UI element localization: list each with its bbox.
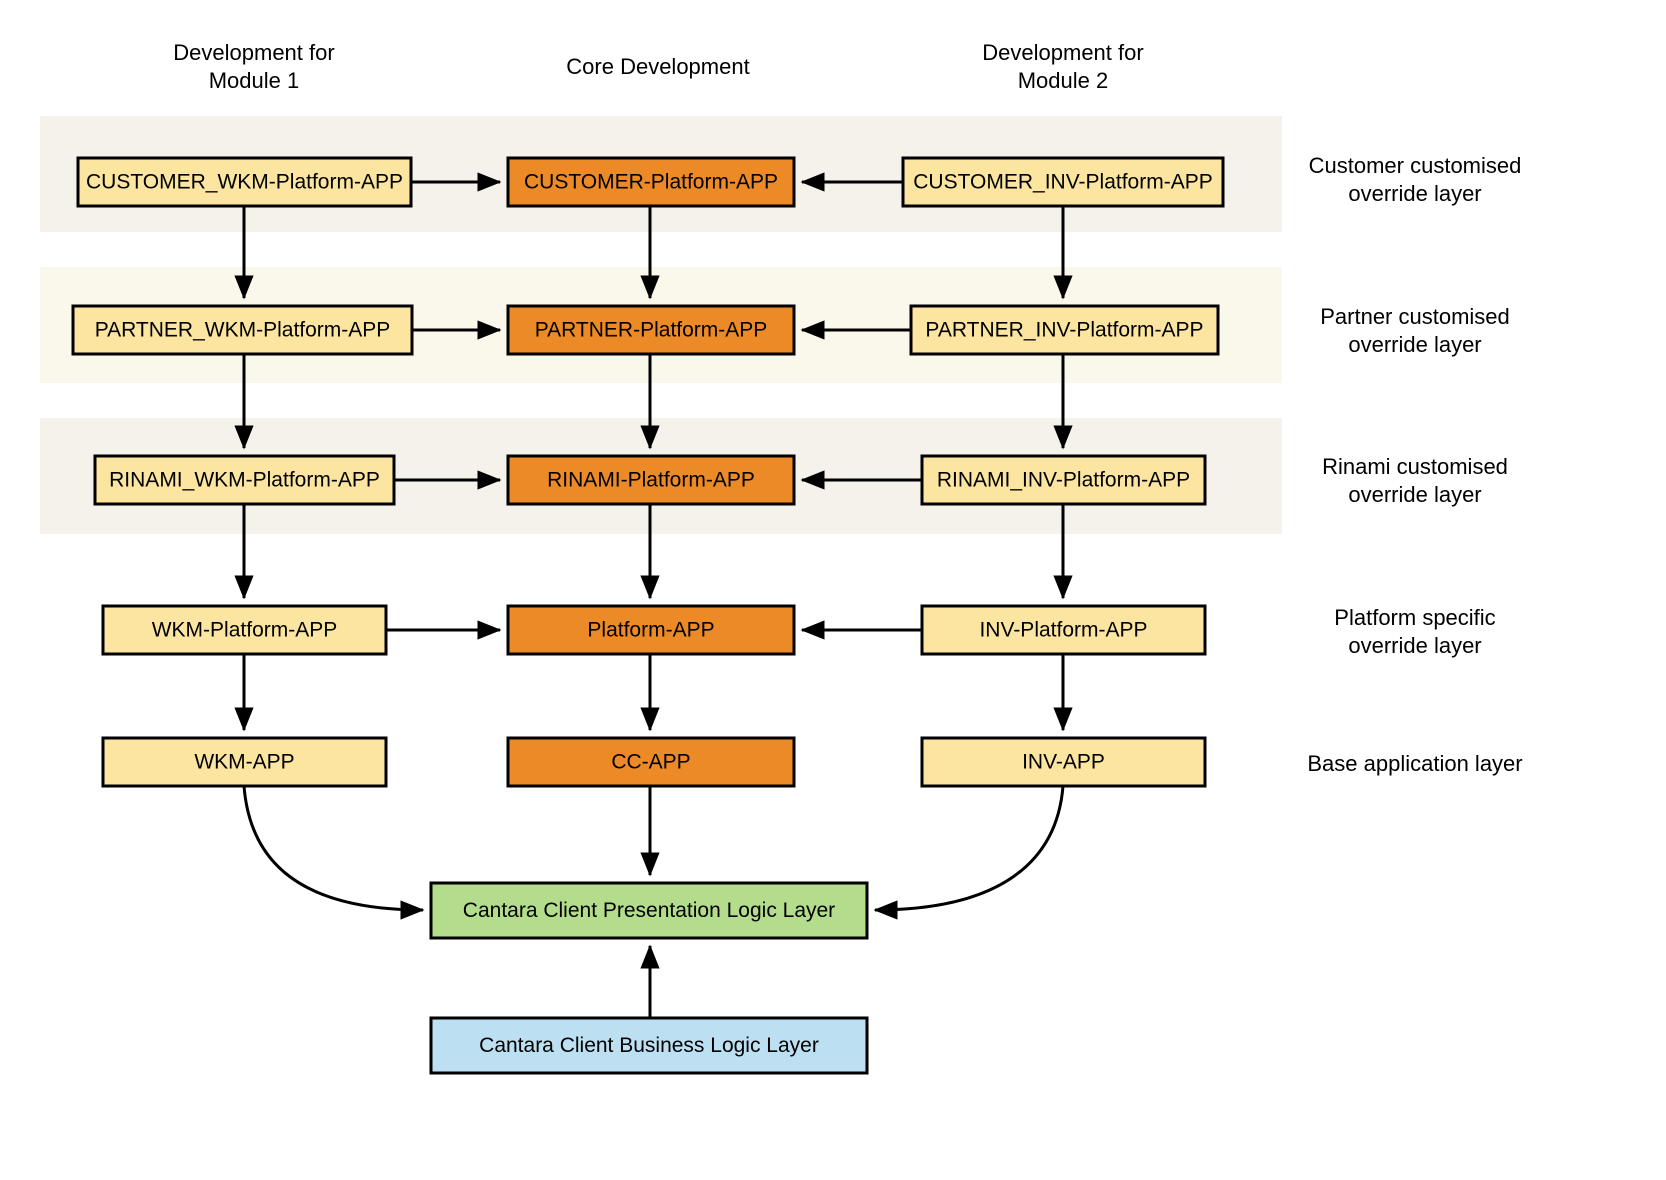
row-platform: WKM-Platform-APP Platform-APP INV-Platfo…: [101, 604, 1207, 656]
node-presentation-layer-label: Cantara Client Presentation Logic Layer: [463, 899, 835, 922]
node-inv-app[interactable]: INV-APP: [920, 736, 1207, 788]
edge-wkm-app-to-presentation-layer: [242, 785, 425, 920]
node-rinami-wkm-rect[interactable]: [93, 454, 396, 506]
node-customer-wkm-rect[interactable]: [76, 156, 413, 208]
row-rinami: RINAMI_WKM-Platform-APP RINAMI-Platform-…: [93, 454, 1207, 506]
row-partner: PARTNER_WKM-Platform-APP PARTNER-Platfor…: [71, 304, 1220, 356]
node-customer-wkm-label: CUSTOMER_WKM-Platform-APP: [86, 171, 403, 194]
node-partner-wkm-label: PARTNER_WKM-Platform-APP: [95, 319, 391, 342]
bottom-nodes: Cantara Client Presentation Logic Layer …: [429, 881, 869, 1075]
column-header-module-2-line1: Development for: [982, 40, 1143, 65]
node-customer-inv[interactable]: CUSTOMER_INV-Platform-APP: [901, 156, 1225, 208]
node-presentation-layer[interactable]: Cantara Client Presentation Logic Layer: [429, 881, 869, 940]
node-rinami-core[interactable]: RINAMI-Platform-APP: [506, 454, 796, 506]
layer-label-customer-line1: Customer customised: [1309, 153, 1522, 178]
edges-right-to-core: [800, 172, 922, 640]
node-cc-app[interactable]: CC-APP: [506, 736, 796, 788]
node-wkm-platform[interactable]: WKM-Platform-APP: [101, 604, 388, 656]
node-business-layer-label: Cantara Client Business Logic Layer: [479, 1034, 819, 1057]
column-header-module-1-line2: Module 1: [209, 68, 300, 93]
node-platform-core[interactable]: Platform-APP: [506, 604, 796, 656]
node-presentation-layer-rect[interactable]: [429, 881, 869, 940]
node-rinami-inv[interactable]: RINAMI_INV-Platform-APP: [920, 454, 1207, 506]
node-partner-inv[interactable]: PARTNER_INV-Platform-APP: [909, 304, 1220, 356]
node-partner-core[interactable]: PARTNER-Platform-APP: [506, 304, 796, 356]
node-inv-platform-label: INV-Platform-APP: [979, 619, 1147, 642]
row-base: WKM-APP CC-APP INV-APP: [101, 736, 1207, 788]
node-inv-platform-rect[interactable]: [920, 604, 1207, 656]
node-wkm-platform-label: WKM-Platform-APP: [152, 619, 338, 642]
layer-label-rinami-line2: override layer: [1348, 482, 1481, 507]
node-customer-core-rect[interactable]: [506, 156, 796, 208]
layer-label-partner-line2: override layer: [1348, 332, 1481, 357]
node-wkm-platform-rect[interactable]: [101, 604, 388, 656]
layer-label-base-line1: Base application layer: [1307, 751, 1522, 776]
edges-left-to-core: [386, 172, 502, 640]
node-partner-wkm[interactable]: PARTNER_WKM-Platform-APP: [71, 304, 414, 356]
node-rinami-wkm[interactable]: RINAMI_WKM-Platform-APP: [93, 454, 396, 506]
node-rinami-inv-label: RINAMI_INV-Platform-APP: [937, 469, 1190, 492]
node-customer-core-label: CUSTOMER-Platform-APP: [524, 171, 778, 194]
node-wkm-app-label: WKM-APP: [194, 751, 294, 774]
node-platform-core-rect[interactable]: [506, 604, 796, 656]
node-wkm-app-rect[interactable]: [101, 736, 388, 788]
node-business-layer-rect[interactable]: [429, 1016, 869, 1075]
node-inv-app-label: INV-APP: [1022, 751, 1105, 774]
column-header-module-1-line1: Development for: [173, 40, 334, 65]
column-header-core-line1: Core Development: [566, 54, 749, 79]
node-platform-core-label: Platform-APP: [587, 619, 714, 642]
node-rinami-inv-rect[interactable]: [920, 454, 1207, 506]
node-partner-core-rect[interactable]: [506, 304, 796, 356]
node-cc-app-rect[interactable]: [506, 736, 796, 788]
node-partner-core-label: PARTNER-Platform-APP: [535, 319, 768, 342]
node-customer-inv-label: CUSTOMER_INV-Platform-APP: [913, 171, 1213, 194]
node-inv-platform[interactable]: INV-Platform-APP: [920, 604, 1207, 656]
node-partner-inv-label: PARTNER_INV-Platform-APP: [925, 319, 1203, 342]
row-customer: CUSTOMER_WKM-Platform-APP CUSTOMER-Platf…: [76, 156, 1225, 208]
column-headers: Development for Module 1 Core Developmen…: [173, 40, 1143, 93]
layer-label-platform-line2: override layer: [1348, 633, 1481, 658]
node-partner-wkm-rect[interactable]: [71, 304, 414, 356]
node-rinami-core-label: RINAMI-Platform-APP: [547, 469, 755, 492]
edge-inv-app-to-presentation-layer: [873, 785, 1065, 920]
node-rinami-core-rect[interactable]: [506, 454, 796, 506]
node-rinami-wkm-label: RINAMI_WKM-Platform-APP: [109, 469, 380, 492]
layer-labels: Customer customised override layer Partn…: [1307, 153, 1522, 776]
layer-label-rinami-line1: Rinami customised: [1322, 454, 1508, 479]
node-inv-app-rect[interactable]: [920, 736, 1207, 788]
node-business-layer[interactable]: Cantara Client Business Logic Layer: [429, 1016, 869, 1075]
edges-to-presentation-layer: [242, 785, 1065, 1018]
column-header-module-2-line2: Module 2: [1018, 68, 1109, 93]
layer-label-customer-line2: override layer: [1348, 181, 1481, 206]
node-customer-inv-rect[interactable]: [901, 156, 1225, 208]
node-wkm-app[interactable]: WKM-APP: [101, 736, 388, 788]
node-cc-app-label: CC-APP: [611, 751, 690, 774]
node-customer-wkm[interactable]: CUSTOMER_WKM-Platform-APP: [76, 156, 413, 208]
layer-label-platform-line1: Platform specific: [1334, 605, 1495, 630]
node-partner-inv-rect[interactable]: [909, 304, 1220, 356]
node-customer-core[interactable]: CUSTOMER-Platform-APP: [506, 156, 796, 208]
layer-label-partner-line1: Partner customised: [1320, 304, 1510, 329]
